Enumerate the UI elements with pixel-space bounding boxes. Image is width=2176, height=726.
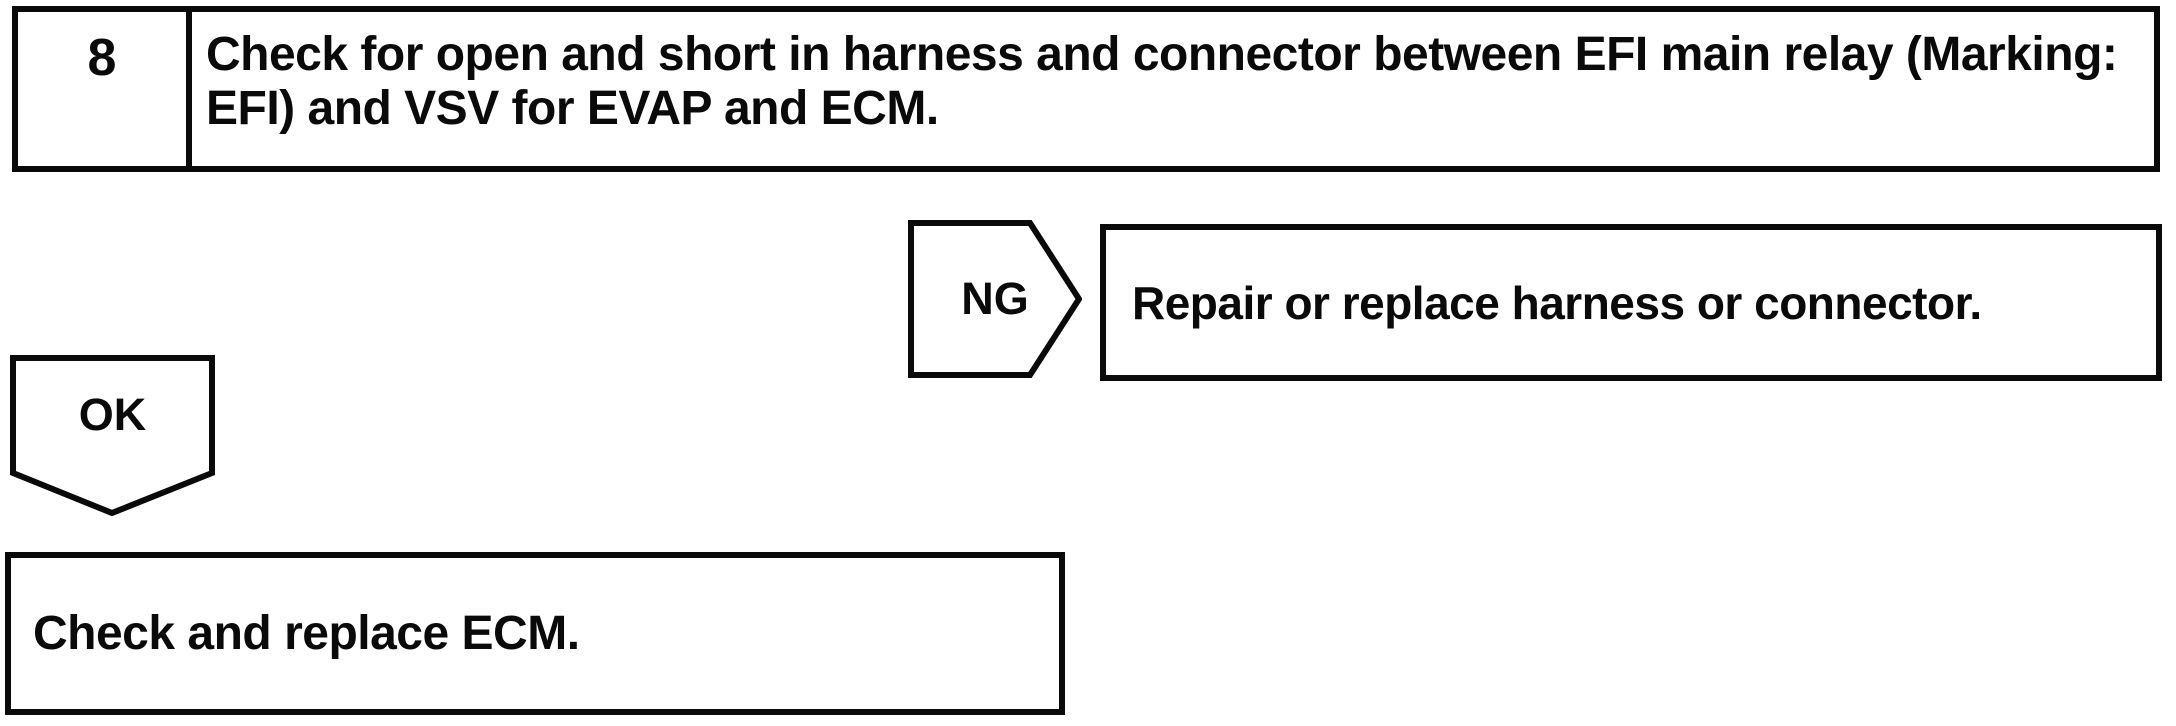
step-box: 8 Check for open and short in harness an…	[12, 6, 2160, 172]
ng-pentagon-icon	[908, 220, 1082, 378]
ok-pentagon-icon	[10, 355, 215, 516]
ng-action-box: Repair or replace harness or connector.	[1100, 224, 2162, 381]
ng-label: NG	[961, 273, 1029, 324]
ng-action-text: Repair or replace harness or connector.	[1132, 276, 1982, 329]
ng-pentagon: NG	[908, 220, 1082, 378]
ok-label: OK	[78, 389, 147, 440]
step-number: 8	[18, 12, 192, 166]
ok-action-box: Check and replace ECM.	[5, 552, 1065, 715]
ok-pentagon: OK	[10, 355, 215, 516]
ok-action-text: Check and replace ECM.	[33, 607, 580, 660]
step-instruction: Check for open and short in harness and …	[206, 28, 2118, 135]
